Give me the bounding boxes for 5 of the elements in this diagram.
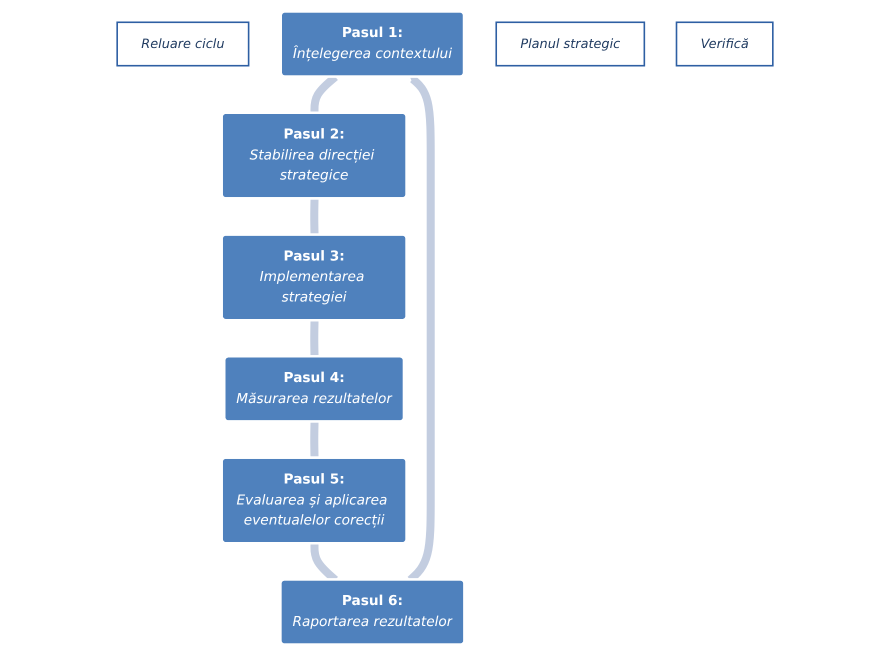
node-box: Verifică [676,21,774,66]
node-box: Planul strategic [495,21,646,66]
node-box: Reluare ciclu [116,21,250,66]
connector [310,420,319,459]
connector [310,198,319,236]
